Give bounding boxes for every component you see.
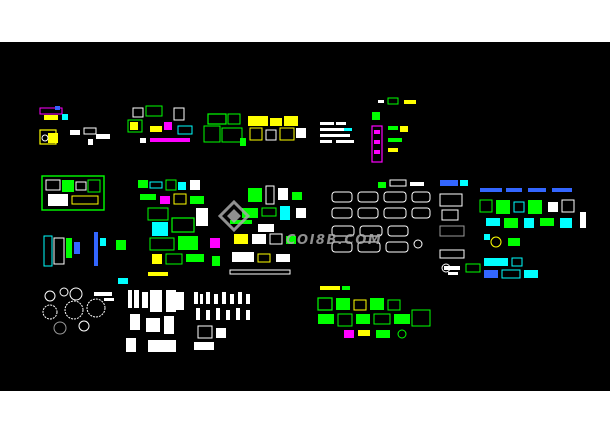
group-appliances[interactable] xyxy=(378,179,586,248)
group-plant-symbols[interactable] xyxy=(138,179,220,266)
group-kitchen-blocks[interactable] xyxy=(203,113,306,146)
cad-drawing-viewport[interactable]: COI8B.COM xyxy=(0,42,610,391)
group-text-notes xyxy=(320,122,354,143)
group-electrical-column[interactable] xyxy=(371,97,416,163)
top-letterbox-band xyxy=(0,0,610,42)
diamond-logo-icon xyxy=(217,199,251,233)
group-furniture-toolbar[interactable] xyxy=(127,105,193,143)
group-room-layouts[interactable] xyxy=(41,175,126,267)
group-vehicles[interactable] xyxy=(331,191,465,253)
group-circular-plants[interactable] xyxy=(42,287,114,335)
watermark-text: COI8B.COM xyxy=(286,233,382,248)
group-office-furniture[interactable] xyxy=(229,185,306,275)
cad-drawing-canvas[interactable]: COI8B.COM xyxy=(0,42,610,391)
group-people-figures[interactable] xyxy=(126,290,250,352)
group-bath-fixtures[interactable] xyxy=(39,106,110,145)
group-dining-sets[interactable] xyxy=(317,286,431,339)
watermark: COI8B.COM xyxy=(217,199,382,248)
group-legend-table xyxy=(439,249,538,279)
bottom-letterbox-band xyxy=(0,391,610,432)
